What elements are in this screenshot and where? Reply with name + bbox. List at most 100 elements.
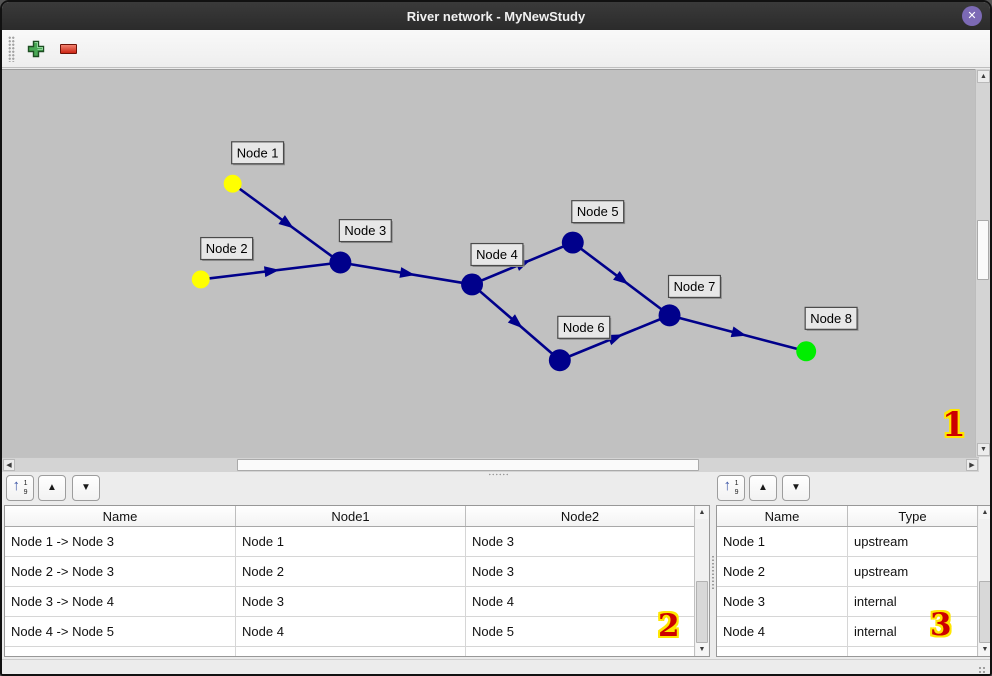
scroll-left-button[interactable]: ◀ [3, 459, 15, 471]
edge-direction-arrow [263, 266, 280, 278]
scroll-thumb[interactable] [979, 581, 990, 643]
network-node[interactable] [223, 174, 242, 193]
scroll-right-icon: ▶ [969, 461, 975, 469]
nodes-sort-button[interactable]: ↑ 1 9 [717, 475, 745, 501]
remove-button[interactable] [57, 38, 79, 60]
table-cell[interactable]: Node 4 -> Node 5 [5, 617, 236, 646]
table-cell[interactable]: Node 3 [717, 587, 848, 616]
table-cell[interactable]: Node 3 [466, 527, 695, 556]
scroll-up-button[interactable]: ▲ [696, 506, 708, 519]
edge-direction-arrow [730, 326, 747, 338]
canvas-vertical-scrollbar[interactable]: ▲ ▼ [975, 69, 990, 457]
column-header[interactable]: Node1 [236, 506, 466, 526]
table-cell[interactable]: upstream [848, 527, 978, 556]
toolbar-grip[interactable] [8, 35, 15, 62]
status-bar [2, 659, 990, 674]
add-button[interactable] [25, 38, 47, 60]
scroll-down-button[interactable]: ▼ [977, 443, 990, 456]
svg-text:Node 2: Node 2 [206, 241, 248, 256]
table-cell[interactable]: Node 1 [236, 527, 466, 556]
node-label: Node 1 [231, 141, 286, 166]
table-cell[interactable]: Node 3 [466, 557, 695, 586]
reaches-table-scrollbar[interactable]: ▲ ▼ [694, 506, 709, 656]
network-node[interactable] [796, 341, 817, 362]
horizontal-scroll-thumb[interactable] [237, 459, 699, 471]
sort-ascending-icon: ↑ 1 9 [723, 477, 739, 496]
titlebar[interactable]: River network - MyNewStudy ✕ [2, 2, 990, 30]
column-header[interactable]: Type [848, 506, 978, 526]
plus-icon [27, 40, 45, 57]
network-node[interactable] [548, 349, 571, 372]
column-header[interactable]: Name [717, 506, 848, 526]
edge-direction-arrow [278, 215, 294, 229]
table-cell[interactable]: Node 4 [236, 617, 466, 646]
window-title: River network - MyNewStudy [406, 8, 586, 24]
svg-text:Node 3: Node 3 [344, 223, 386, 238]
scroll-left-icon: ◀ [6, 461, 12, 469]
scroll-down-button[interactable]: ▼ [696, 643, 708, 656]
toolbar [2, 30, 990, 68]
scroll-right-button[interactable]: ▶ [966, 459, 978, 471]
table-row-partial [5, 647, 709, 656]
table-cell[interactable]: internal [848, 587, 978, 616]
edge-direction-arrow [507, 314, 523, 329]
table-cell [717, 647, 848, 656]
close-button[interactable]: ✕ [962, 6, 982, 26]
scroll-up-button[interactable]: ▲ [979, 506, 990, 519]
svg-text:Node 8: Node 8 [810, 311, 852, 326]
nodes-move-down-button[interactable]: ▼ [782, 475, 810, 501]
scroll-down-button[interactable]: ▼ [979, 643, 990, 656]
canvas-horizontal-scrollbar[interactable]: ◀ ▶ [2, 457, 979, 472]
scroll-thumb[interactable] [696, 581, 708, 643]
reaches-move-down-button[interactable]: ▼ [72, 475, 100, 501]
close-icon: ✕ [967, 9, 977, 22]
table-cell [5, 647, 236, 656]
table-cell[interactable]: Node 3 -> Node 4 [5, 587, 236, 616]
network-node[interactable] [191, 270, 210, 289]
table-cell[interactable]: Node 1 [717, 527, 848, 556]
sort-ascending-icon: ↑ 1 9 [12, 477, 28, 496]
table-cell[interactable]: Node 2 [717, 557, 848, 586]
vertical-scroll-thumb[interactable] [977, 220, 989, 280]
table-cell[interactable]: Node 5 [466, 617, 695, 646]
scroll-up-icon: ▲ [698, 509, 706, 516]
table-cell[interactable]: upstream [848, 557, 978, 586]
reaches-move-up-button[interactable]: ▲ [38, 475, 66, 501]
resize-grip[interactable] [978, 666, 987, 674]
table-cell[interactable]: Node 4 [466, 587, 695, 616]
column-header[interactable]: Node2 [466, 506, 695, 526]
network-node[interactable] [461, 273, 484, 296]
table-cell[interactable]: Node 2 -> Node 3 [5, 557, 236, 586]
table-cell[interactable]: Node 3 [236, 587, 466, 616]
nodes-table-scrollbar[interactable]: ▲ ▼ [977, 506, 990, 656]
network-node[interactable] [329, 251, 352, 274]
table-cell[interactable]: Node 4 [717, 617, 848, 646]
network-node[interactable] [561, 231, 584, 254]
table-cell[interactable]: Node 1 -> Node 3 [5, 527, 236, 556]
table-splitter-handle[interactable] [711, 555, 715, 591]
table-cell[interactable]: internal [848, 617, 978, 646]
reaches-sort-button[interactable]: ↑ 1 9 [6, 475, 34, 501]
table-cell[interactable]: Node 2 [236, 557, 466, 586]
network-node[interactable] [658, 304, 681, 327]
table-cell [466, 647, 695, 656]
scroll-up-button[interactable]: ▲ [977, 70, 990, 83]
svg-text:Node 7: Node 7 [674, 279, 716, 294]
column-header[interactable]: Name [5, 506, 236, 526]
splitter-handle[interactable] [488, 473, 510, 476]
nodes-move-up-button[interactable]: ▲ [749, 475, 777, 501]
